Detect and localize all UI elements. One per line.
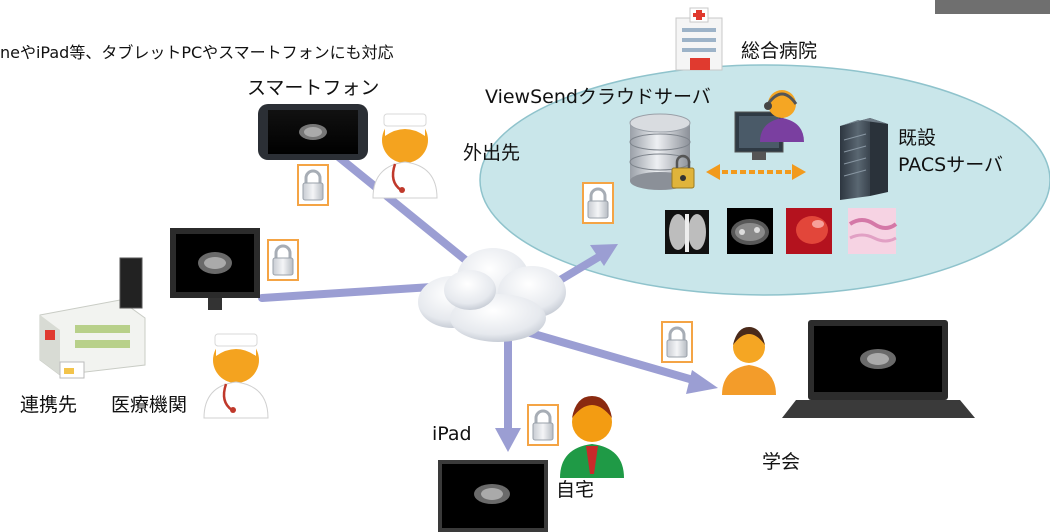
tablet-icon — [438, 460, 548, 532]
corner-tab — [935, 0, 1050, 14]
database-server-icon — [629, 113, 695, 190]
pacs-server-label: PACSサーバ — [898, 154, 1004, 176]
general-hospital-label: 総合病院 — [741, 40, 818, 62]
person-green-shirt-icon — [560, 396, 624, 478]
ipad-label: iPad — [432, 423, 472, 445]
endoscopy-thumbnail — [786, 208, 832, 254]
xray-thumbnail — [665, 210, 709, 254]
smartphone-icon — [258, 104, 368, 160]
laptop-icon — [782, 320, 975, 418]
padlock-icon — [526, 403, 560, 447]
device-support-note: neやiPad等、タブレットPCやスマートフォンにも対応 — [0, 43, 394, 62]
home-label: 自宅 — [556, 479, 595, 501]
hospital-building-icon — [39, 299, 146, 379]
ct-thumbnail — [727, 208, 773, 254]
conference-label: 学会 — [762, 451, 801, 473]
person-orange-shirt-icon — [722, 327, 776, 395]
medical-monitor-icon — [119, 228, 260, 310]
padlock-icon — [266, 238, 300, 282]
rack-server-icon — [840, 118, 888, 200]
headset-operator-icon — [734, 90, 804, 160]
hospital-network-ellipse — [479, 64, 1050, 296]
padlock-icon — [296, 163, 330, 207]
pathology-thumbnail — [848, 208, 898, 254]
hospital-building-icon — [675, 7, 723, 71]
doctor-icon — [202, 332, 270, 420]
smartphone-label: スマートフォン — [247, 77, 380, 99]
cloud-icon — [418, 248, 566, 342]
doctor-icon — [371, 112, 439, 200]
medical-institution-label: 医療機関 — [111, 394, 188, 416]
padlock-icon — [581, 181, 615, 225]
outside-label: 外出先 — [463, 142, 521, 164]
cloud-server-label: ViewSendクラウドサーバ — [485, 86, 711, 108]
existing-label: 既設 — [898, 127, 937, 149]
padlock-icon — [660, 320, 694, 364]
partner-label: 連携先 — [20, 394, 78, 416]
connection-lines — [258, 146, 718, 452]
sync-arrows — [706, 164, 806, 180]
